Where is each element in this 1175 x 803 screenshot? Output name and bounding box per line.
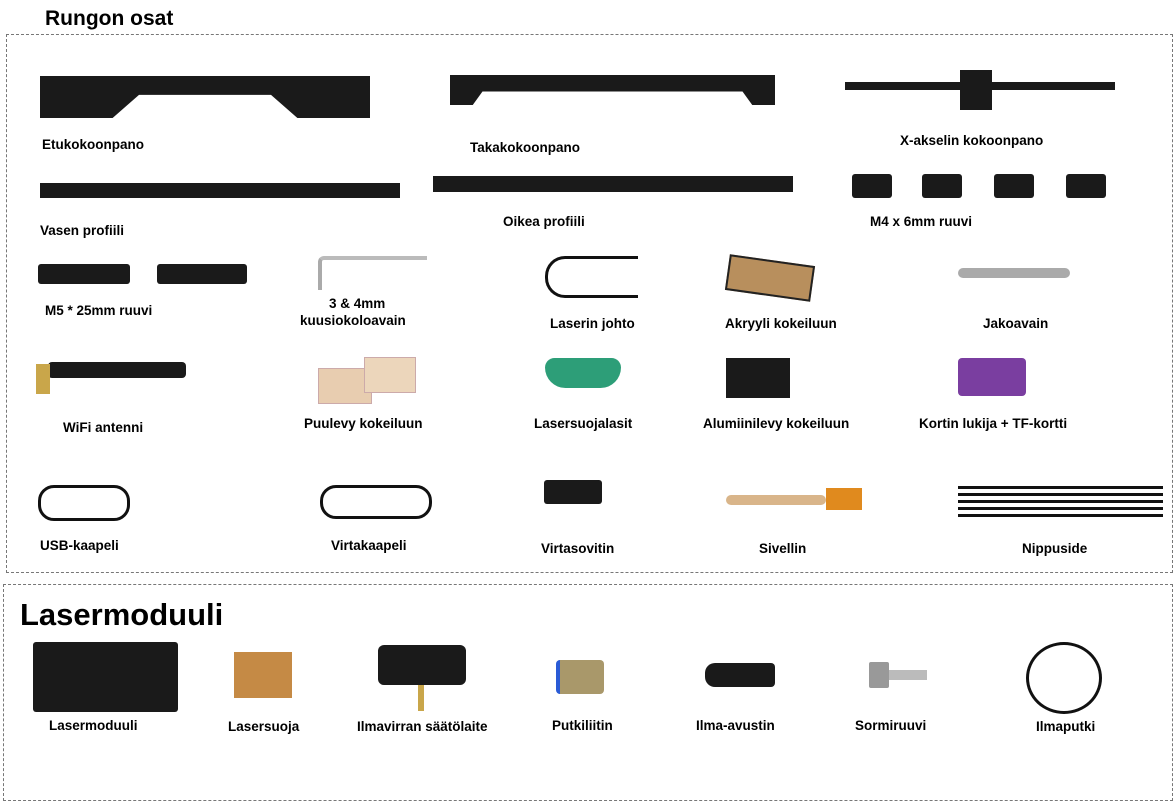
laser-module-image (33, 642, 178, 712)
safety-glasses-image (545, 358, 621, 388)
item-label: Nippuside (1022, 541, 1088, 556)
usb-cable-image (38, 485, 130, 521)
item-label: Laserin johto (550, 316, 635, 331)
laser-section-title: Lasermoduuli (20, 597, 224, 632)
item-label: Akryyli kokeiluun (725, 316, 837, 331)
brush-bristles-image (826, 488, 862, 510)
item-label: Alumiinilevy kokeiluun (703, 416, 850, 431)
item-label: Lasersuoja (228, 719, 300, 734)
item-label: Sormiruuvi (855, 718, 927, 733)
item-label: Sivellin (759, 541, 807, 556)
air-regulator-valve-image (418, 685, 424, 711)
left-profile-image (40, 183, 400, 198)
brush-handle-image (726, 495, 826, 505)
hex-key-image (318, 256, 427, 290)
item-label: Lasermoduuli (49, 718, 138, 733)
item-label: X-akselin kokoonpano (900, 133, 1044, 148)
right-profile-image (433, 176, 793, 192)
cable-ties-image (958, 486, 1163, 518)
wifi-antenna-image (48, 362, 186, 378)
card-reader-image (958, 358, 1026, 396)
laser-module-box (3, 584, 1173, 801)
item-label: Jakoavain (983, 316, 1049, 331)
thumb-screw-shaft-image (889, 670, 927, 680)
laser-cable-image (545, 256, 638, 298)
item-label: Putkiliitin (552, 718, 613, 733)
item-label: Kortin lukija + TF-kortti (919, 416, 1068, 431)
item-label: Lasersuojalasit (534, 416, 633, 431)
item-label: Ilmaputki (1036, 719, 1096, 734)
thumb-screw-head-image (869, 662, 889, 688)
power-adapter-image (544, 480, 602, 504)
item-label: M4 x 6mm ruuvi (870, 214, 973, 229)
m4-screw-image (922, 174, 962, 198)
air-assist-nozzle-image (705, 663, 775, 687)
air-tube-image (1026, 642, 1102, 714)
m4-screw-image (852, 174, 892, 198)
item-label: 3 & 4mm (329, 296, 386, 311)
m4-screw-image (994, 174, 1034, 198)
item-label: Vasen profiili (40, 223, 125, 238)
item-label: USB-kaapeli (40, 538, 119, 553)
m4-screw-image (1066, 174, 1106, 198)
m5-screw-image (38, 264, 130, 284)
frame-section-title: Rungon osat (45, 7, 174, 30)
air-regulator-image (378, 645, 466, 685)
frame-parts-box (6, 34, 1173, 573)
item-label: Ilmavirran säätölaite (357, 719, 488, 734)
item-label: M5 * 25mm ruuvi (45, 303, 153, 318)
m5-screw-image (157, 264, 247, 284)
item-label: Oikea profiili (503, 214, 585, 229)
x-axis-carriage-image (960, 70, 992, 110)
wood-sample-image (364, 357, 416, 393)
item-label: kuusiokoloavain (300, 313, 406, 328)
item-label: Ilma-avustin (696, 718, 775, 733)
item-label: Virtasovitin (541, 541, 615, 556)
tube-fitting-image (556, 660, 604, 694)
item-label: WiFi antenni (63, 420, 144, 435)
item-label: Etukokoonpano (42, 137, 144, 152)
antenna-connector-image (36, 364, 50, 394)
item-label: Virtakaapeli (331, 538, 407, 553)
laser-shield-image (234, 652, 292, 698)
wrench-image (958, 268, 1070, 278)
power-cable-image (320, 485, 432, 519)
aluminum-sample-image (726, 358, 790, 398)
item-label: Takakokoonpano (470, 140, 581, 155)
item-label: Puulevy kokeiluun (304, 416, 423, 431)
